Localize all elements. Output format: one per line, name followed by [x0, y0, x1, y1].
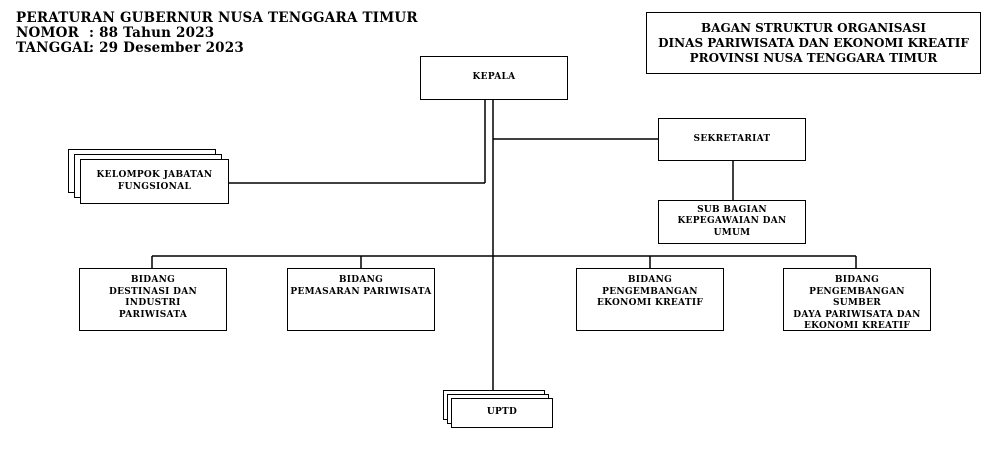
node-bidang-pemasaran: BIDANG PEMASARAN PARIWISATA — [287, 268, 435, 331]
node-bidang-destinasi: BIDANG DESTINASI DAN INDUSTRI PARIWISATA — [79, 268, 227, 331]
node-uptd-label: UPTD — [486, 407, 518, 418]
nomor-value: : 88 Tahun 2023 — [89, 25, 215, 41]
node-uptd: UPTD — [451, 398, 553, 428]
node-subbagian: SUB BAGIAN KEPEGAWAIAN DAN UMUM — [658, 200, 806, 244]
tanggal-value: : 29 Desember 2023 — [89, 40, 244, 56]
node-bidang-pemasaran-label: BIDANG PEMASARAN PARIWISATA — [290, 275, 432, 297]
node-sekretariat-label: SEKRETARIAT — [693, 133, 771, 144]
node-jabatan-fungsional: KELOMPOK JABATAN FUNGSIONAL — [80, 159, 229, 204]
chart-title-line-3: PROVINSI NUSA TENGGARA TIMUR — [689, 50, 938, 65]
chart-title-line-1: BAGAN STRUKTUR ORGANISASI — [701, 20, 926, 35]
node-bidang-destinasi-label: BIDANG DESTINASI DAN INDUSTRI PARIWISATA — [108, 275, 198, 320]
chart-title-box: BAGAN STRUKTUR ORGANISASI DINAS PARIWISA… — [646, 12, 981, 74]
node-jabatan-fungsional-label: KELOMPOK JABATAN FUNGSIONAL — [96, 170, 213, 192]
regulation-number: NOMOR : 88 Tahun 2023 — [16, 26, 418, 41]
node-bidang-sdm: BIDANG PENGEMBANGAN SUMBER DAYA PARIWISA… — [783, 268, 931, 331]
node-sekretariat: SEKRETARIAT — [658, 118, 806, 161]
node-bidang-ekonomi-label: BIDANG PENGEMBANGAN EKONOMI KREATIF — [596, 275, 704, 308]
regulation-title: PERATURAN GUBERNUR NUSA TENGGARA TIMUR — [16, 10, 418, 26]
node-bidang-sdm-label: BIDANG PENGEMBANGAN SUMBER DAYA PARIWISA… — [793, 275, 921, 331]
node-bidang-ekonomi: BIDANG PENGEMBANGAN EKONOMI KREATIF — [576, 268, 724, 331]
node-subbagian-label: SUB BAGIAN KEPEGAWAIAN DAN UMUM — [677, 204, 787, 238]
node-kepala: KEPALA — [420, 56, 568, 100]
node-kepala-label: KEPALA — [472, 72, 516, 83]
regulation-date: TANGGAL: 29 Desember 2023 — [16, 41, 418, 56]
regulation-header: PERATURAN GUBERNUR NUSA TENGGARA TIMUR N… — [16, 11, 418, 56]
tanggal-label: TANGGAL — [16, 40, 93, 56]
chart-title-line-2: DINAS PARIWISATA DAN EKONOMI KREATIF — [658, 35, 969, 50]
nomor-label: NOMOR — [16, 25, 80, 41]
